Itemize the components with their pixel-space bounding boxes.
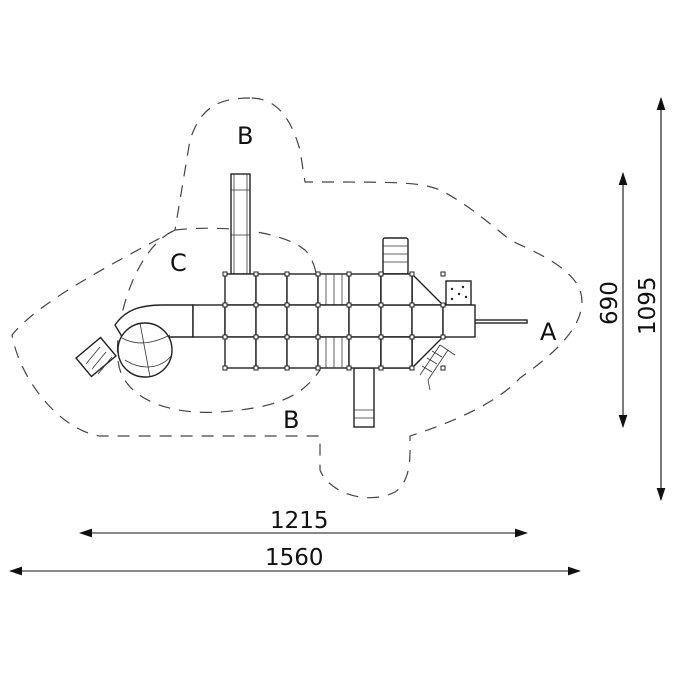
post <box>378 271 384 277</box>
post <box>222 271 228 277</box>
post <box>440 334 446 340</box>
deck-platform <box>255 273 288 306</box>
top-stair <box>382 237 409 275</box>
deck-platform <box>317 273 350 306</box>
zone-label-c: C <box>170 249 187 277</box>
deck-platform <box>442 304 476 338</box>
dimension-inner-height: 690 <box>597 281 623 325</box>
post <box>284 365 290 371</box>
deck-platform <box>224 336 257 369</box>
post <box>315 365 321 371</box>
deck-platform <box>348 304 382 338</box>
deck-platform <box>348 273 382 306</box>
post <box>222 365 228 371</box>
post <box>346 302 352 308</box>
post <box>346 271 352 277</box>
deck-platform <box>317 304 350 338</box>
post <box>378 365 384 371</box>
post <box>346 334 352 340</box>
dimension-inner-width: 1215 <box>270 508 329 534</box>
spiral-tube-slide <box>75 304 194 378</box>
post <box>440 302 446 308</box>
post <box>284 302 290 308</box>
deck-platform <box>224 273 257 306</box>
deck-platform <box>348 336 382 369</box>
side-ladder <box>419 344 456 391</box>
top-slide <box>230 173 251 275</box>
zone-label-a: A <box>540 318 557 346</box>
deck-platform <box>380 336 413 369</box>
deck-platform <box>286 336 319 369</box>
deck-grid <box>222 271 476 371</box>
post <box>346 365 352 371</box>
post <box>409 365 415 371</box>
post <box>315 271 321 277</box>
deck-platform <box>380 304 413 338</box>
deck-platform <box>317 336 350 369</box>
post <box>284 271 290 277</box>
post <box>253 365 259 371</box>
climbing-panel <box>445 280 472 306</box>
outer-safety-zone <box>11 97 583 499</box>
tunnel-section <box>192 304 226 338</box>
dimension-outer-height: 1095 <box>635 276 661 335</box>
inner-safety-zone-c <box>116 227 321 413</box>
deck-platform <box>380 273 413 306</box>
post <box>378 302 384 308</box>
post <box>409 334 415 340</box>
dimension-outer-width: 1560 <box>265 545 324 571</box>
post <box>315 334 321 340</box>
post <box>222 334 228 340</box>
deck-platform <box>255 304 288 338</box>
post <box>440 271 446 277</box>
deck-platform <box>286 304 319 338</box>
deck-platform <box>411 304 444 338</box>
post <box>284 334 290 340</box>
zone-label-b-top: B <box>237 122 253 150</box>
post <box>253 334 259 340</box>
deck-platform <box>224 304 257 338</box>
post <box>409 271 415 277</box>
bottom-slide <box>353 367 375 428</box>
post <box>253 271 259 277</box>
post <box>315 302 321 308</box>
post <box>409 302 415 308</box>
post <box>222 302 228 308</box>
fire-pole-bar <box>467 319 528 324</box>
post <box>440 365 446 371</box>
post <box>378 334 384 340</box>
zone-label-b-bottom: B <box>283 406 299 434</box>
deck-platform <box>255 336 288 369</box>
post <box>253 302 259 308</box>
deck-platform <box>286 273 319 306</box>
diagonal-roof-top <box>411 272 445 306</box>
